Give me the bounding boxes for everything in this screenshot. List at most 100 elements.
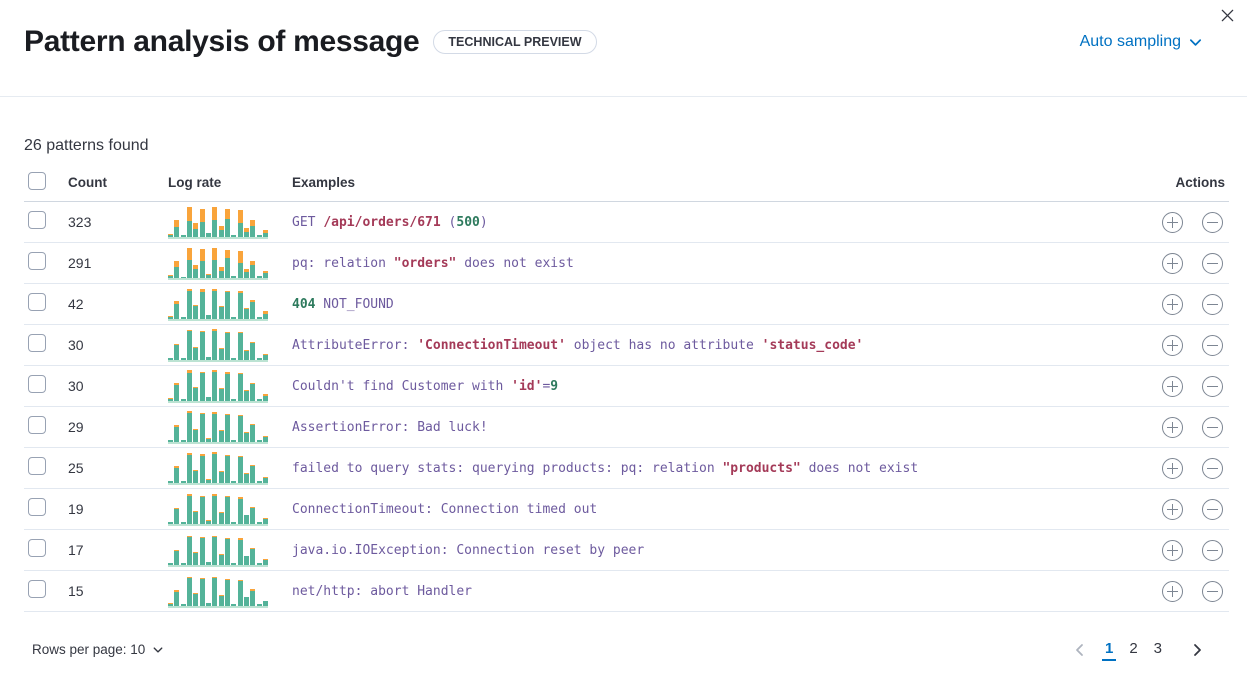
sparkline-bar bbox=[225, 288, 230, 319]
sparkline-bar bbox=[237, 452, 243, 483]
sparkline-bar bbox=[187, 452, 192, 483]
next-page-button[interactable] bbox=[1187, 640, 1207, 660]
sparkline-bar bbox=[250, 329, 256, 360]
sparkline-bar bbox=[199, 206, 205, 237]
remove-filter-button[interactable] bbox=[1202, 498, 1223, 520]
add-filter-button[interactable] bbox=[1162, 252, 1183, 274]
add-filter-button[interactable] bbox=[1162, 375, 1183, 397]
remove-filter-button[interactable] bbox=[1202, 457, 1223, 479]
sparkline-bar bbox=[231, 370, 237, 401]
add-filter-button[interactable] bbox=[1162, 457, 1183, 479]
sparkline-bar bbox=[180, 452, 186, 483]
rows-per-page-dropdown[interactable]: Rows per page: 10 bbox=[32, 642, 164, 657]
remove-filter-button[interactable] bbox=[1202, 539, 1223, 561]
log-rate-sparkline bbox=[168, 288, 268, 321]
rows-per-page-label: Rows per page: 10 bbox=[32, 642, 146, 657]
count-value: 291 bbox=[68, 242, 168, 284]
add-filter-button[interactable] bbox=[1162, 498, 1183, 520]
remove-filter-button[interactable] bbox=[1202, 211, 1223, 233]
sparkline-bar bbox=[250, 534, 256, 565]
count-value: 19 bbox=[68, 488, 168, 530]
sparkline-bar bbox=[180, 575, 186, 606]
sparkline-bar bbox=[174, 411, 180, 442]
sparkline-bar bbox=[250, 288, 256, 319]
chevron-right-icon bbox=[1189, 643, 1205, 661]
row-checkbox[interactable] bbox=[28, 497, 46, 516]
sparkline-bar bbox=[206, 493, 211, 524]
sparkline-bar bbox=[199, 288, 205, 319]
sparkline-bar bbox=[256, 575, 262, 606]
log-rate-sparkline bbox=[168, 534, 268, 567]
sparkline-bar bbox=[168, 288, 173, 319]
sparkline-bar bbox=[218, 452, 224, 483]
row-checkbox[interactable] bbox=[28, 333, 46, 352]
example-text: pq: relation "orders" does not exist bbox=[292, 242, 1129, 284]
add-filter-button[interactable] bbox=[1162, 580, 1183, 602]
row-checkbox[interactable] bbox=[28, 456, 46, 475]
row-checkbox[interactable] bbox=[28, 415, 46, 434]
sparkline-bar bbox=[199, 329, 205, 360]
remove-filter-button[interactable] bbox=[1202, 334, 1223, 356]
sparkline-bar bbox=[212, 534, 218, 565]
log-rate-sparkline bbox=[168, 206, 268, 239]
sparkline-bar bbox=[263, 329, 268, 360]
sparkline-baseline bbox=[168, 277, 268, 280]
remove-filter-button[interactable] bbox=[1202, 252, 1223, 274]
row-checkbox[interactable] bbox=[28, 251, 46, 270]
sparkline-bar bbox=[199, 452, 205, 483]
close-icon bbox=[1220, 9, 1235, 26]
sparkline-bar bbox=[218, 493, 224, 524]
add-filter-button[interactable] bbox=[1162, 416, 1183, 438]
close-button[interactable] bbox=[1215, 4, 1239, 28]
example-text: AssertionError: Bad luck! bbox=[292, 406, 1129, 448]
sparkline-bar bbox=[206, 329, 211, 360]
count-value: 30 bbox=[68, 365, 168, 407]
page-button-3[interactable]: 3 bbox=[1151, 638, 1165, 659]
sparkline-bar bbox=[256, 206, 262, 237]
sparkline-bar bbox=[193, 534, 199, 565]
sparkline-bar bbox=[180, 411, 186, 442]
sparkline-bar bbox=[212, 575, 218, 606]
sparkline-baseline bbox=[168, 482, 268, 485]
add-filter-button[interactable] bbox=[1162, 334, 1183, 356]
add-filter-button[interactable] bbox=[1162, 293, 1183, 315]
sparkline-bar bbox=[244, 206, 249, 237]
sparkline-bar bbox=[256, 329, 262, 360]
sparkline-bar bbox=[225, 534, 230, 565]
sparkline-bar bbox=[225, 247, 230, 278]
sparkline-bar bbox=[199, 247, 205, 278]
sparkline-bar bbox=[168, 493, 173, 524]
row-checkbox[interactable] bbox=[28, 210, 46, 229]
sparkline-bar bbox=[193, 288, 199, 319]
sparkline-bar bbox=[168, 452, 173, 483]
add-filter-button[interactable] bbox=[1162, 211, 1183, 233]
select-all-checkbox[interactable] bbox=[28, 172, 46, 190]
remove-filter-button[interactable] bbox=[1202, 416, 1223, 438]
sparkline-baseline bbox=[168, 441, 268, 444]
row-checkbox[interactable] bbox=[28, 538, 46, 557]
row-checkbox[interactable] bbox=[28, 579, 46, 598]
remove-filter-button[interactable] bbox=[1202, 375, 1223, 397]
sparkline-bar bbox=[206, 247, 211, 278]
page-button-2[interactable]: 2 bbox=[1126, 638, 1140, 659]
sparkline-bar bbox=[193, 493, 199, 524]
remove-filter-button[interactable] bbox=[1202, 580, 1223, 602]
sparkline-bar bbox=[244, 493, 249, 524]
sparkline-bar bbox=[263, 493, 268, 524]
row-checkbox[interactable] bbox=[28, 292, 46, 311]
sparkline-bar bbox=[250, 575, 256, 606]
sparkline-bar bbox=[212, 411, 218, 442]
row-checkbox[interactable] bbox=[28, 374, 46, 393]
remove-filter-button[interactable] bbox=[1202, 293, 1223, 315]
example-text: net/http: abort Handler bbox=[292, 570, 1129, 612]
sparkline-bar bbox=[225, 329, 230, 360]
add-filter-button[interactable] bbox=[1162, 539, 1183, 561]
sparkline-bar bbox=[263, 247, 268, 278]
previous-page-button[interactable] bbox=[1070, 640, 1090, 660]
sampling-dropdown[interactable]: Auto sampling bbox=[1080, 33, 1203, 51]
sparkline-bar bbox=[237, 329, 243, 360]
page-button-1[interactable]: 1 bbox=[1101, 638, 1117, 661]
